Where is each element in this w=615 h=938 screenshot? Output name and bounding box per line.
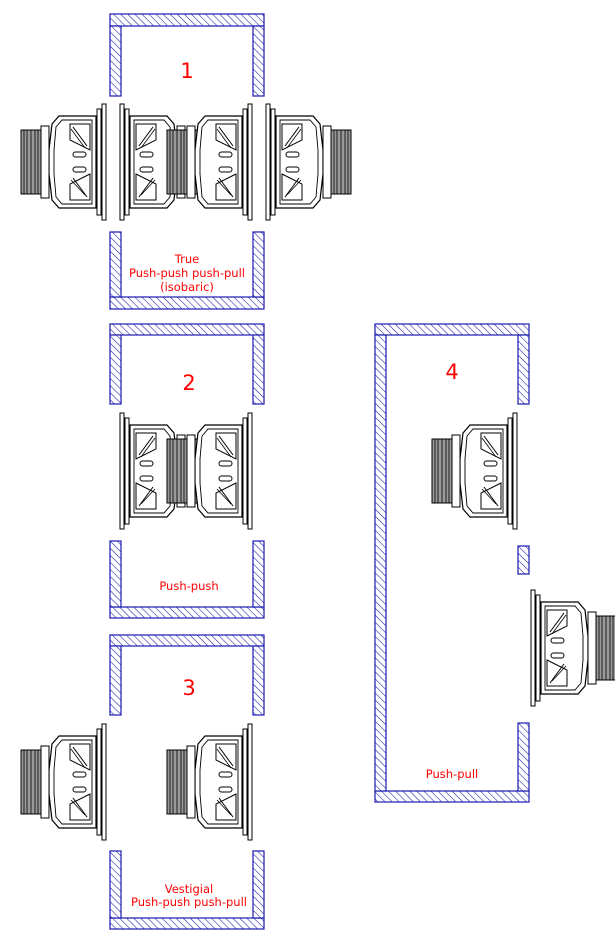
speaker-3a xyxy=(20,723,107,841)
enclosure-1 xyxy=(109,13,265,310)
speaker-1a xyxy=(20,103,107,221)
panel-2: 2 Push-push xyxy=(109,323,265,619)
panel-4: 4 Push-pull xyxy=(374,323,615,803)
panel-1-caption-line-2: Push-push push-pull xyxy=(129,266,245,280)
panel-3-caption-line-2: Push-push push-pull xyxy=(131,895,247,909)
panel-1: 1 True Push-push push-pull (isobaric) xyxy=(20,13,352,310)
enclosure-3 xyxy=(109,634,265,930)
panel-3-number: 3 xyxy=(182,676,195,700)
panel-1-caption-line-3: (isobaric) xyxy=(160,280,214,294)
panel-3-caption-line-1: Vestigial xyxy=(165,882,213,896)
panel-1-caption-line-1: True xyxy=(174,252,199,266)
speaker-2b xyxy=(166,412,253,530)
speaker-3b xyxy=(166,723,253,841)
panel-2-number: 2 xyxy=(182,371,195,395)
speaker-1d xyxy=(265,103,352,221)
panel-2-caption: Push-push xyxy=(159,579,218,593)
enclosure-2 xyxy=(109,323,265,619)
speaker-1c xyxy=(166,103,253,221)
speaker-4a xyxy=(431,412,518,530)
panel-1-number: 1 xyxy=(180,59,193,83)
speaker-4b xyxy=(530,589,615,707)
panel-4-caption: Push-pull xyxy=(426,767,478,781)
panel-3: 3 Vestigial Push-push push-pull xyxy=(20,634,265,930)
panel-4-number: 4 xyxy=(445,360,458,384)
enclosure-4 xyxy=(374,323,530,803)
